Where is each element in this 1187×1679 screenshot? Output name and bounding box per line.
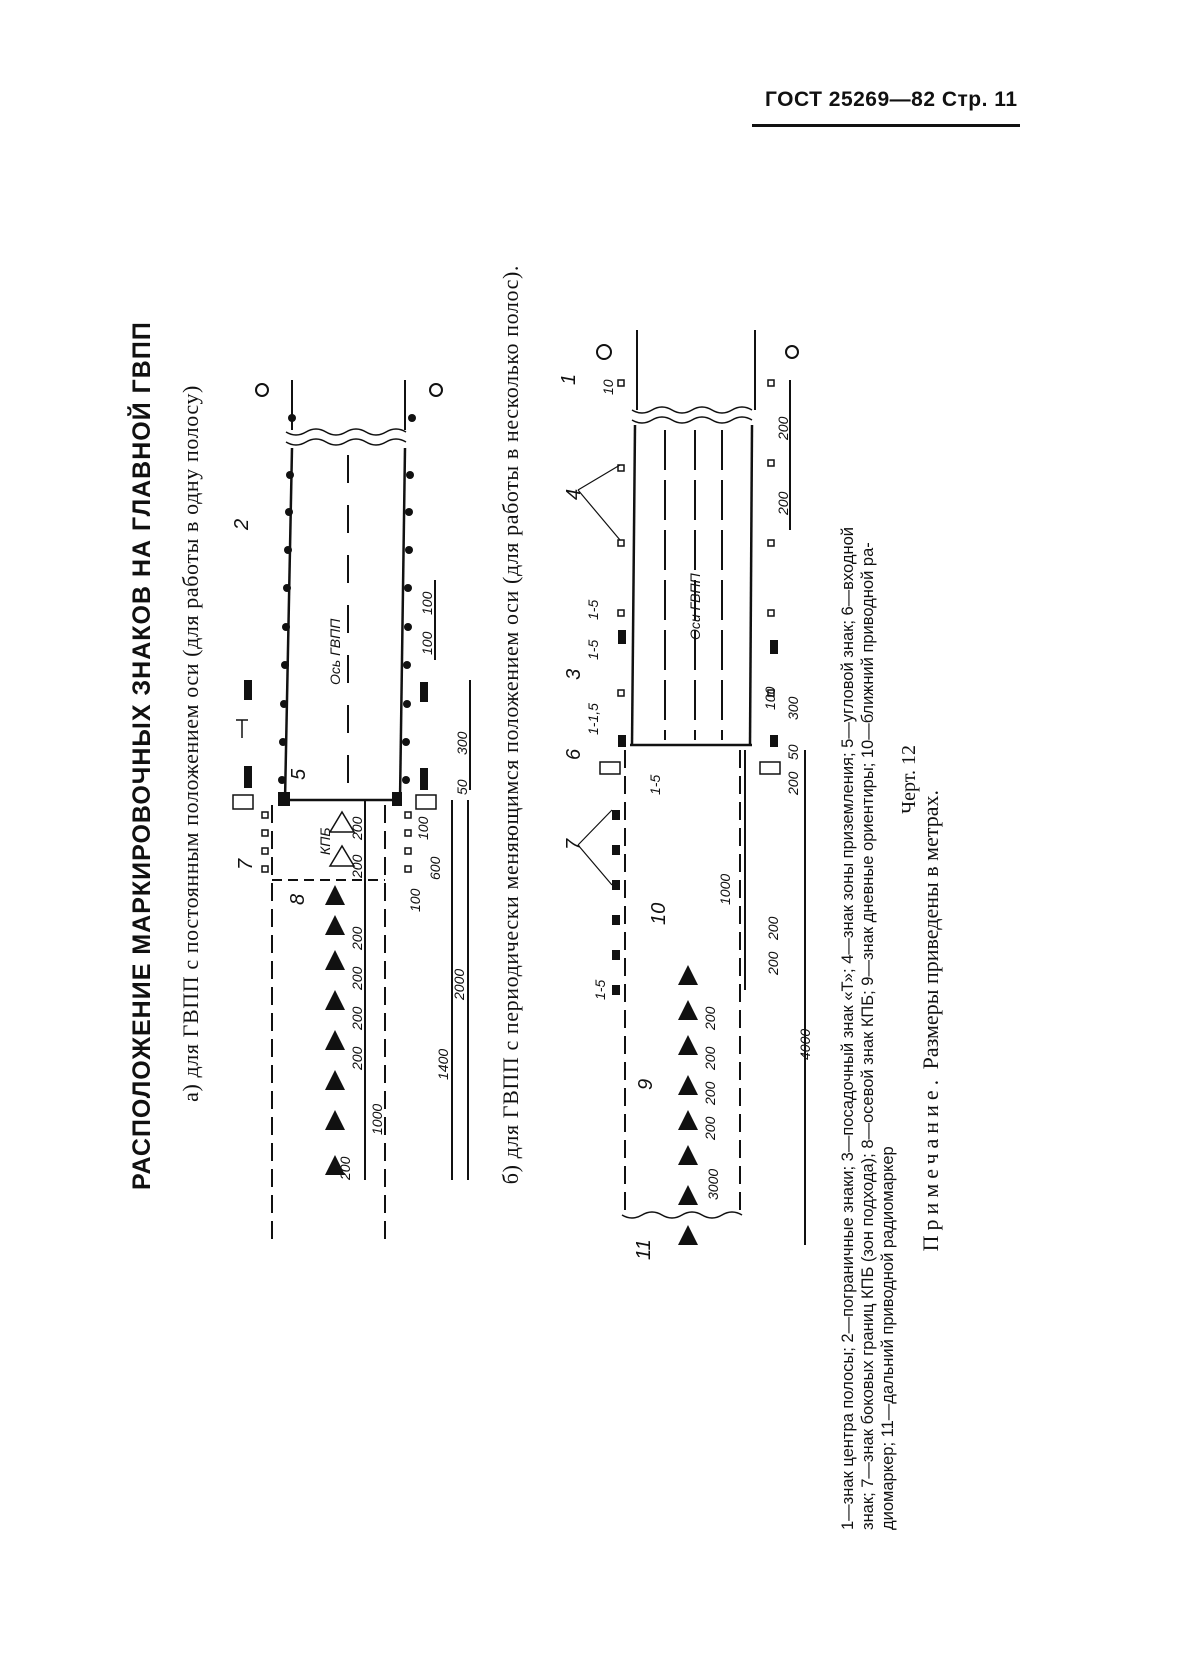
svg-text:200: 200 — [349, 854, 365, 879]
legend-line: 1—знак центра полосы; 2—пограничные знак… — [839, 527, 857, 1530]
svg-text:200: 200 — [775, 491, 791, 516]
header-rule — [752, 124, 1020, 127]
svg-text:100: 100 — [419, 591, 435, 615]
svg-text:200: 200 — [349, 1006, 365, 1031]
svg-text:1-5: 1-5 — [585, 640, 601, 660]
svg-text:1000: 1000 — [717, 874, 733, 905]
svg-text:200: 200 — [349, 816, 365, 841]
svg-text:8: 8 — [287, 894, 309, 905]
svg-text:200: 200 — [765, 916, 781, 941]
svg-text:2: 2 — [231, 519, 253, 531]
svg-text:КПБ: КПБ — [317, 827, 333, 855]
svg-text:200: 200 — [349, 926, 365, 951]
svg-text:200: 200 — [702, 1116, 718, 1141]
svg-text:1-5: 1-5 — [585, 600, 601, 620]
svg-text:1000: 1000 — [369, 1104, 385, 1135]
svg-text:50: 50 — [785, 744, 801, 760]
svg-text:1-5: 1-5 — [647, 775, 663, 795]
svg-text:200: 200 — [702, 1046, 718, 1071]
figure-legend: 1—знак центра полосы; 2—пограничные знак… — [838, 160, 898, 1530]
svg-text:600: 600 — [427, 856, 443, 880]
svg-text:10: 10 — [600, 379, 616, 395]
svg-text:200: 200 — [765, 951, 781, 976]
diagram-a-markers — [244, 414, 428, 1175]
svg-text:300: 300 — [454, 731, 470, 755]
svg-text:4000: 4000 — [797, 1029, 813, 1060]
svg-text:2000: 2000 — [451, 969, 467, 1001]
svg-text:11: 11 — [633, 1239, 655, 1260]
legend-line: знак; 7—знак боковых границ КПБ (зон под… — [859, 542, 877, 1530]
svg-text:3: 3 — [563, 669, 585, 680]
svg-text:1400: 1400 — [435, 1049, 451, 1080]
svg-text:1-1,5: 1-1,5 — [585, 703, 601, 735]
legend-line: диомаркер; 11—дальний приводной радиомар… — [879, 1146, 897, 1530]
svg-text:200: 200 — [785, 771, 801, 796]
note-text: Размеры приведены в метрах. — [918, 790, 943, 1070]
svg-text:1-5: 1-5 — [592, 980, 608, 1000]
svg-text:100: 100 — [419, 631, 435, 655]
diagram-b-labels: Оси ГВПП 1 10 4 3 6 7 10 9 11 1-5 1-5 1-… — [558, 374, 813, 1260]
svg-text:50: 50 — [454, 779, 470, 795]
svg-text:200: 200 — [337, 1156, 353, 1181]
note: Примечание. Размеры приведены в метрах. — [918, 790, 944, 1251]
svg-text:100: 100 — [762, 686, 778, 710]
diagram-a — [255, 380, 471, 1240]
svg-text:7: 7 — [235, 858, 257, 870]
svg-text:200: 200 — [702, 1081, 718, 1106]
svg-text:200: 200 — [349, 1046, 365, 1071]
svg-text:200: 200 — [775, 416, 791, 441]
svg-text:9: 9 — [635, 1079, 657, 1090]
note-label: Примечание. — [918, 1074, 943, 1252]
svg-text:Оси ГВПП: Оси ГВПП — [687, 572, 703, 640]
svg-text:100: 100 — [407, 888, 423, 912]
diagram-b-markers — [612, 630, 778, 1245]
svg-text:10: 10 — [648, 903, 670, 925]
svg-text:1: 1 — [558, 374, 580, 385]
svg-text:200: 200 — [349, 966, 365, 991]
diagram-b — [577, 330, 806, 1245]
diagram-a-labels: Ось ГВПП КПБ 2 5 7 8 100 100 300 50 200 … — [231, 519, 470, 1181]
page-header: ГОСТ 25269—82 Стр. 11 — [765, 88, 1018, 111]
svg-text:7: 7 — [563, 838, 585, 850]
svg-text:6: 6 — [563, 748, 585, 760]
svg-text:100: 100 — [415, 816, 431, 840]
svg-text:4: 4 — [563, 489, 585, 500]
svg-text:5: 5 — [288, 768, 310, 780]
svg-text:3000: 3000 — [705, 1169, 721, 1200]
svg-text:300: 300 — [785, 696, 801, 720]
svg-text:Ось ГВПП: Ось ГВПП — [327, 618, 343, 685]
svg-text:200: 200 — [702, 1006, 718, 1031]
